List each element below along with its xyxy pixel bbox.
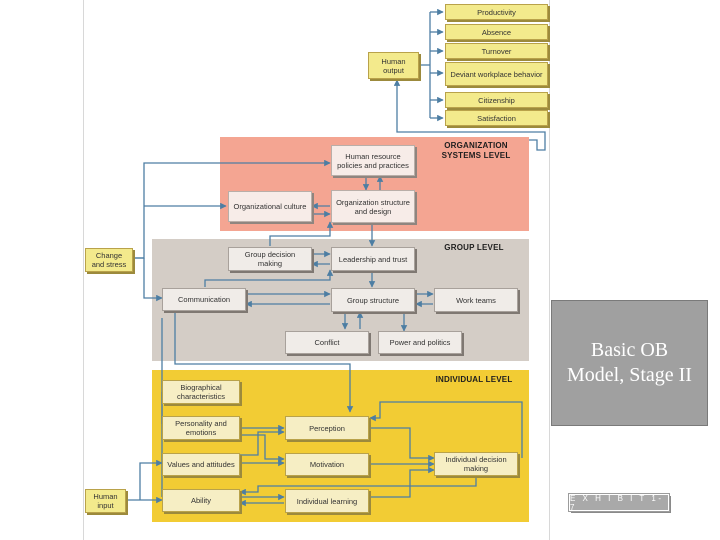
- arrow-perception-to-decision: [370, 427, 435, 462]
- motivation-box: Motivation: [285, 453, 369, 476]
- human-output-box: Human output: [368, 52, 419, 79]
- individual-decision-making-box: Individual decision making: [434, 452, 518, 476]
- values-and-attitudes-box: Values and attitudes: [162, 453, 240, 476]
- output-deviant-behavior: Deviant workplace behavior: [445, 62, 548, 86]
- slide-title: Basic OB Model, Stage II: [567, 339, 692, 386]
- ability-box: Ability: [162, 489, 240, 512]
- organization-level-label: ORGANIZATION SYSTEMS LEVEL: [441, 141, 511, 160]
- change-and-stress-box: Change and stress: [85, 248, 133, 272]
- individual-level-label: INDIVIDUAL LEVEL: [435, 375, 513, 384]
- arrow-comm-to-leadership: [204, 269, 334, 287]
- slide-title-panel: Basic OB Model, Stage II: [551, 300, 708, 426]
- hr-policies-box: Human resource policies and practices: [331, 145, 415, 176]
- arrow-decision-to-org: [269, 221, 334, 246]
- output-productivity: Productivity: [445, 4, 548, 20]
- perception-box: Perception: [285, 416, 369, 440]
- arrow-values-to-perception: [240, 428, 285, 456]
- group-level-label: GROUP LEVEL: [444, 243, 504, 252]
- arrow-input-to-values: [139, 459, 163, 500]
- arrow-org-to-human-output: [393, 79, 546, 151]
- organizational-culture-box: Organizational culture: [228, 191, 312, 222]
- human-input-box: Human input: [85, 489, 126, 513]
- output-absence: Absence: [445, 24, 548, 40]
- group-decision-making-box: Group decision making: [228, 247, 312, 271]
- arrow-personality-to-motivation: [240, 434, 285, 463]
- output-satisfaction: Satisfaction: [445, 110, 548, 126]
- leadership-and-trust-box: Leadership and trust: [331, 247, 415, 271]
- communication-box: Communication: [162, 288, 246, 311]
- group-structure-box: Group structure: [331, 288, 415, 312]
- personality-and-emotions-box: Personality and emotions: [162, 416, 240, 440]
- power-and-politics-box: Power and politics: [378, 331, 462, 354]
- arrow-decision-to-perception: [369, 401, 523, 458]
- arrow-learning-to-decision: [370, 466, 435, 498]
- conflict-box: Conflict: [285, 331, 369, 354]
- output-citizenship: Citizenship: [445, 92, 548, 108]
- work-teams-box: Work teams: [434, 288, 518, 312]
- arrow-change-to-communication: [143, 258, 163, 302]
- individual-learning-box: Individual learning: [285, 489, 369, 513]
- output-turnover: Turnover: [445, 43, 548, 59]
- arrow-group-to-perception: [174, 312, 354, 413]
- organization-structure-box: Organization structure and design: [331, 190, 415, 223]
- exhibit-label: E X H I B I T 1-7: [568, 493, 670, 512]
- arrow-decision-to-ability: [239, 476, 477, 496]
- biographical-characteristics-box: Biographical characteristics: [162, 380, 240, 404]
